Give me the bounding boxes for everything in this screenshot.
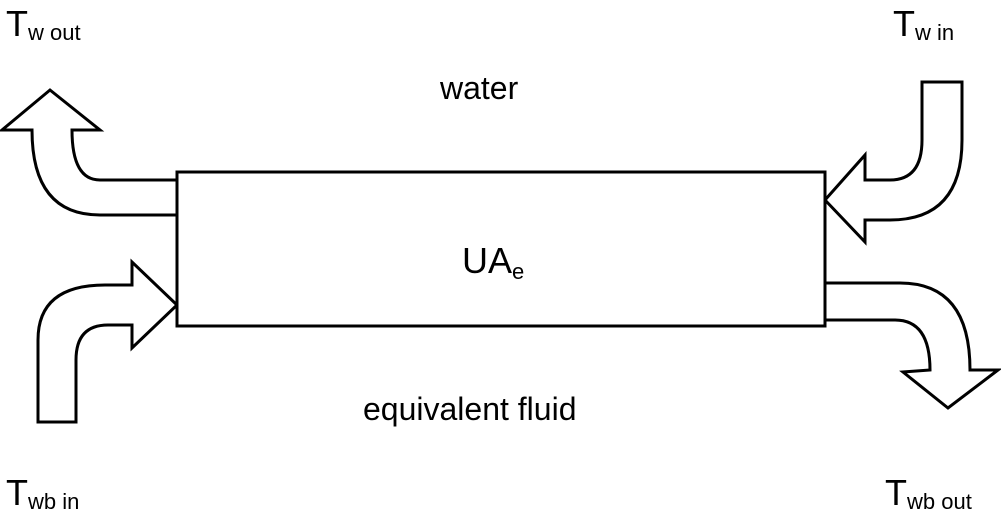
label-t-wetbulb-out: Twb out xyxy=(885,472,972,514)
wet-bulb-out-arrow xyxy=(825,281,1001,410)
label-water: water xyxy=(439,70,519,106)
label-ua-e: UAe xyxy=(462,240,524,284)
water-out-arrow xyxy=(0,88,177,217)
wet-bulb-in-arrow xyxy=(36,258,180,424)
exchanger-box xyxy=(175,170,827,328)
label-t-wetbulb-in: Twb in xyxy=(6,472,79,514)
label-t-water-in: Tw in xyxy=(893,3,954,45)
water-in-arrow xyxy=(822,80,964,246)
label-equivalent-fluid: equivalent fluid xyxy=(363,391,576,427)
label-t-water-out: Tw out xyxy=(6,3,81,45)
